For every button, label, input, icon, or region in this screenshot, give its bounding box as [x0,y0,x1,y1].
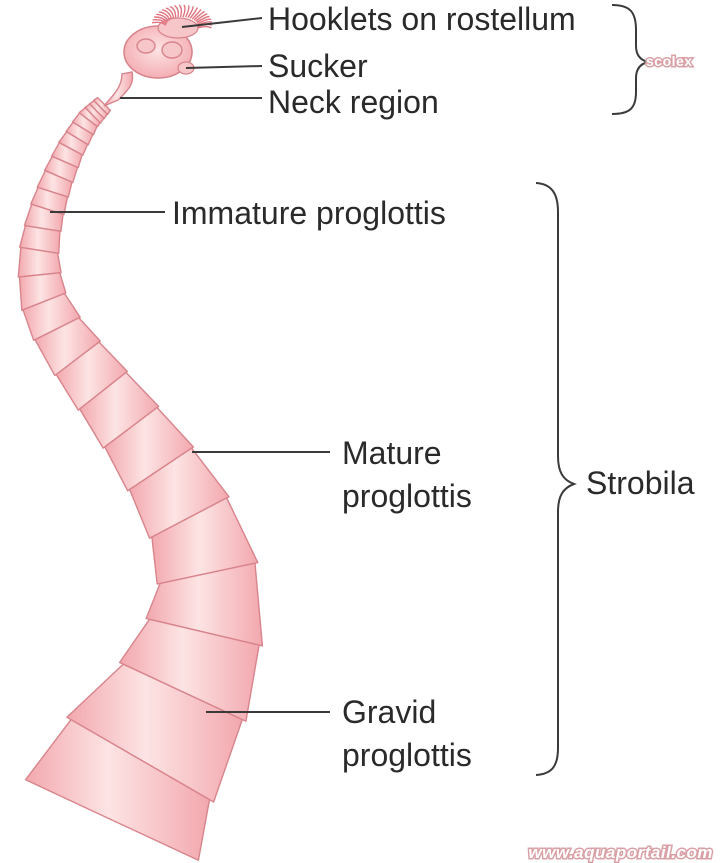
proglottis-segment [78,371,160,449]
label-gravid-line2: proglottis [342,737,472,773]
hooklet [162,9,173,20]
proglottis-segment [50,141,83,169]
label-gravid-line1: Gravid [342,694,436,730]
hooklet [193,10,205,21]
label-sucker: Sucker [268,48,368,84]
proglottis-segment [118,618,260,722]
hooklets-crown [151,4,213,29]
proglottis-segment [18,272,67,311]
hooklet [195,13,208,22]
hooklet [165,7,175,19]
leader-sucker [185,65,263,69]
proglottis-segment [19,224,61,255]
proglottis-segment [58,131,89,156]
hooklet [158,11,171,21]
proglottis-segment [128,447,230,539]
label-mature-line1: Mature [342,435,442,471]
proglottis-segment [104,406,195,492]
tapeworm-body [17,96,264,861]
scolex-brace [611,4,649,115]
leader-hooklets [181,17,263,28]
proglottis-segment [17,246,62,278]
neck-shape [103,71,134,107]
hooklet [197,18,212,25]
hooklet [182,4,186,18]
strobila-brace [535,182,577,776]
proglottis-segment [66,663,244,803]
hooklet [151,21,167,26]
hooklet [197,25,212,29]
hooklet [189,7,198,19]
proglottis-segment [23,203,64,233]
sucker-right [161,41,183,59]
proglottis-segment [24,719,211,861]
scolex-head [103,4,213,107]
label-immature: Immature proglottis [172,195,446,231]
leader-lines [50,17,330,713]
hooklet [156,13,169,22]
proglottis-segment [36,169,73,198]
proglottis-segment [151,497,259,585]
hooklet [154,16,168,24]
proglottis-segment [78,107,101,128]
label-scolex: scolex [646,53,693,69]
proglottis-segment [71,112,98,136]
proglottis-segment [65,121,94,146]
hooklet [174,4,179,18]
proglottis-segment [22,292,81,341]
hooklet [187,6,194,18]
label-mature-line2: proglottis [342,478,472,514]
hooklet [184,5,190,18]
hooklet [196,15,210,23]
hooklet [169,5,177,18]
sucker-left [136,38,156,54]
proglottis-segment [55,341,129,411]
hooklet [191,8,202,20]
label-neck: Neck region [268,84,439,120]
proglottis-segment [43,155,79,184]
hooklet [178,4,183,18]
hooklet [152,19,167,25]
proglottis-segment [34,317,102,377]
proglottis-segment [30,186,69,216]
label-strobila: Strobila [586,465,695,501]
watermark-text: www.aquaportail.com [528,843,713,862]
label-hooklets: Hooklets on rostellum [268,1,576,37]
